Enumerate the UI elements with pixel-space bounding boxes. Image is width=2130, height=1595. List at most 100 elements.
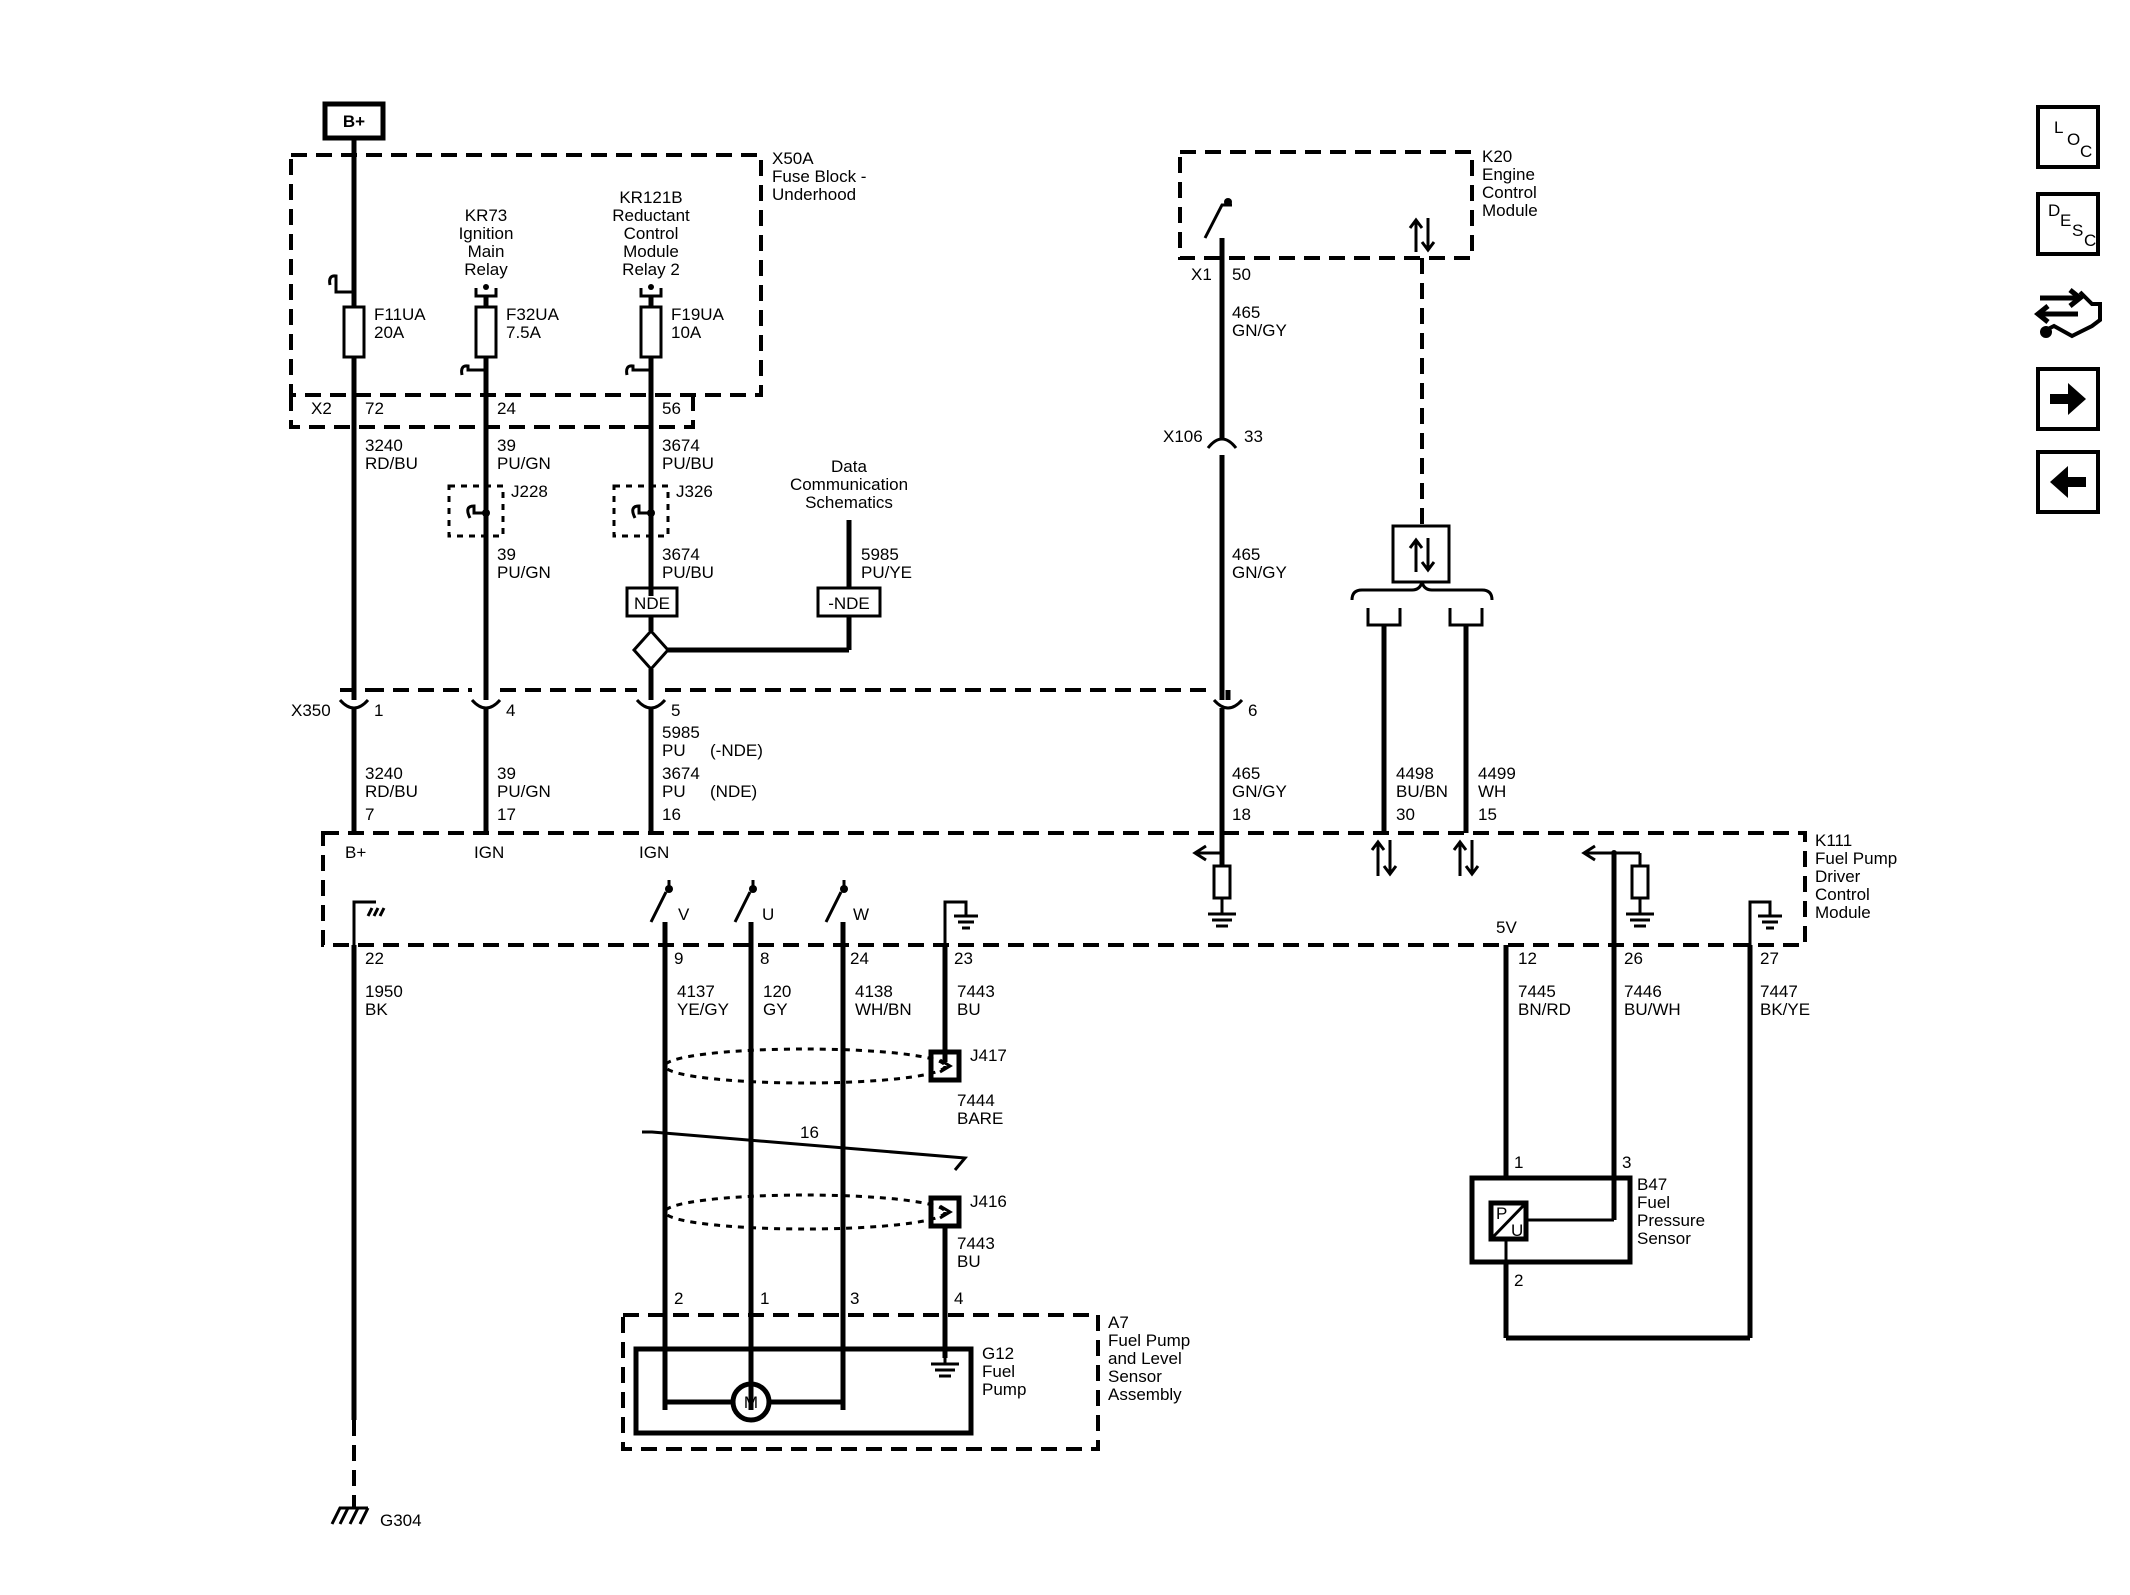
wire-39c-circuit: 39 <box>497 764 516 783</box>
a7-pin-3: 3 <box>850 1289 859 1308</box>
k111-ground-icon-27 <box>1748 900 1782 945</box>
wire-5985-color: PU/YE <box>861 563 912 582</box>
k111-pin-27: 27 <box>1760 949 1779 968</box>
fuse-f19ua-rating: 10A <box>671 323 702 342</box>
wire-39-color: PU/GN <box>497 454 551 473</box>
loc-letter-l: L <box>2054 118 2064 137</box>
fuel-pump-motor <box>730 1381 772 1423</box>
wire-465-color: GN/GY <box>1232 321 1287 340</box>
k111-5v-label: 5V <box>1496 918 1517 937</box>
splice-j228-id: J228 <box>511 482 548 501</box>
data-comm-line2: Communication <box>790 475 908 494</box>
wire-7447-circuit: 7447 <box>1760 982 1798 1001</box>
battery-label: B+ <box>343 112 365 131</box>
b47-symbol-p: P <box>1496 1204 1507 1223</box>
k111-ground-icon-23 <box>943 900 978 945</box>
repair-info-icon[interactable] <box>2033 280 2104 344</box>
k111-line1: Fuel Pump <box>1815 849 1897 868</box>
k20-pin-50: 50 <box>1232 265 1251 284</box>
relay-kr121b-line4: Relay 2 <box>622 260 680 279</box>
k111-id: K111 <box>1815 831 1852 850</box>
g12-id: G12 <box>982 1344 1014 1363</box>
k111-ign-label-1: IGN <box>474 843 504 862</box>
data-link-bus-brace <box>1350 581 1494 601</box>
relay-kr73-line3: Relay <box>464 260 508 279</box>
wire-3674-color: PU/BU <box>662 454 714 473</box>
k111-pin-7: 7 <box>365 805 374 824</box>
wire-3674b-circuit: 3674 <box>662 545 700 564</box>
k20-line1: Engine <box>1482 165 1535 184</box>
wire-4499-circuit: 4499 <box>1478 764 1516 783</box>
k111-pin-16: 16 <box>662 805 681 824</box>
next-page-button[interactable] <box>2036 367 2100 431</box>
wire-3240-circuit: 3240 <box>365 436 403 455</box>
x350-pin-6: 6 <box>1248 701 1257 720</box>
relay-kr73-id: KR73 <box>465 206 508 225</box>
wire-39c-color: PU/GN <box>497 782 551 801</box>
wire-3240b-circuit: 3240 <box>365 764 403 783</box>
wire-4138-circuit: 4138 <box>855 982 893 1001</box>
previous-page-button[interactable] <box>2036 450 2100 514</box>
fuse-f11ua-id: F11UA <box>374 305 426 324</box>
k111-phase-v: V <box>678 905 690 924</box>
k111-ign-label-2: IGN <box>639 843 669 862</box>
k111-pulldown-ground-icon <box>1208 898 1236 928</box>
a7-line3: Sensor <box>1108 1367 1162 1386</box>
arrow-right-icon <box>2050 383 2086 415</box>
desc-letter-c: C <box>2084 231 2097 250</box>
location-button[interactable]: L O C <box>2036 105 2100 169</box>
relay-kr121b-line2: Control <box>624 224 679 243</box>
desc-letter-d: D <box>2048 201 2061 220</box>
k111-line2: Driver <box>1815 867 1861 886</box>
g12-line1: Fuel <box>982 1362 1015 1381</box>
data-comm-line3: Schematics <box>805 493 893 512</box>
wire-7443b-color: BU <box>957 1252 981 1271</box>
option-nde-label: NDE <box>634 594 670 613</box>
k111-pin-30: 30 <box>1396 805 1415 824</box>
wire-7444-color: BARE <box>957 1109 1003 1128</box>
loc-letter-o: O <box>2067 130 2081 149</box>
wire-7444-circuit: 7444 <box>957 1091 995 1110</box>
wire-5985pu-circuit: 5985 <box>662 723 700 742</box>
wire-3674pu-circuit: 3674 <box>662 764 700 783</box>
twist-count: 16 <box>800 1123 819 1142</box>
k111-pin-22: 22 <box>365 949 384 968</box>
arrow-left-icon <box>2050 466 2086 498</box>
k111-phase-w: W <box>853 905 869 924</box>
wire-465c-color: GN/GY <box>1232 782 1287 801</box>
k111-bplus-label: B+ <box>345 843 366 862</box>
k20-connector: X1 <box>1191 265 1212 284</box>
k111-pin-26: 26 <box>1624 949 1643 968</box>
option-selector-diamond <box>631 628 671 672</box>
x2-pin-24: 24 <box>497 399 516 418</box>
ground-g304-icon <box>330 1506 370 1525</box>
x2-pin-56: 56 <box>662 399 681 418</box>
data-link-gateway-box <box>1391 524 1451 584</box>
relay-kr121b-line1: Reductant <box>612 206 690 225</box>
b47-pin-2: 2 <box>1514 1271 1523 1290</box>
a7-pin-1: 1 <box>760 1289 769 1308</box>
k111-chassis-ground-icon <box>352 900 386 945</box>
wire-7445-color: BN/RD <box>1518 1000 1571 1019</box>
wire-3240-color: RD/BU <box>365 454 418 473</box>
fuse-f19ua <box>639 305 663 359</box>
a7-assembly-boundary <box>621 1313 1100 1451</box>
wire-465b-circuit: 465 <box>1232 545 1260 564</box>
k111-pin-17: 17 <box>497 805 516 824</box>
g12-fuel-pump-box <box>633 1346 974 1436</box>
splice-j326-id: J326 <box>676 482 713 501</box>
b47-pin-1: 1 <box>1514 1153 1523 1172</box>
wire-5985pu-color: PU <box>662 741 686 760</box>
k20-data-arrows-icon <box>1408 217 1436 253</box>
relay-kr73-line1: Ignition <box>459 224 514 243</box>
b47-line1: Fuel <box>1637 1193 1670 1212</box>
x350-pin-1: 1 <box>374 701 383 720</box>
wire-7443-circuit: 7443 <box>957 982 995 1001</box>
description-button[interactable]: D E S C <box>2036 192 2100 256</box>
shield-ellipse-top <box>663 1047 947 1085</box>
fuse-f32ua-rating: 7.5A <box>506 323 542 342</box>
wire-7446-color: BU/WH <box>1624 1000 1681 1019</box>
fuse-f19ua-id: F19UA <box>671 305 725 324</box>
k20-line3: Module <box>1482 201 1538 220</box>
b47-line2: Pressure <box>1637 1211 1705 1230</box>
